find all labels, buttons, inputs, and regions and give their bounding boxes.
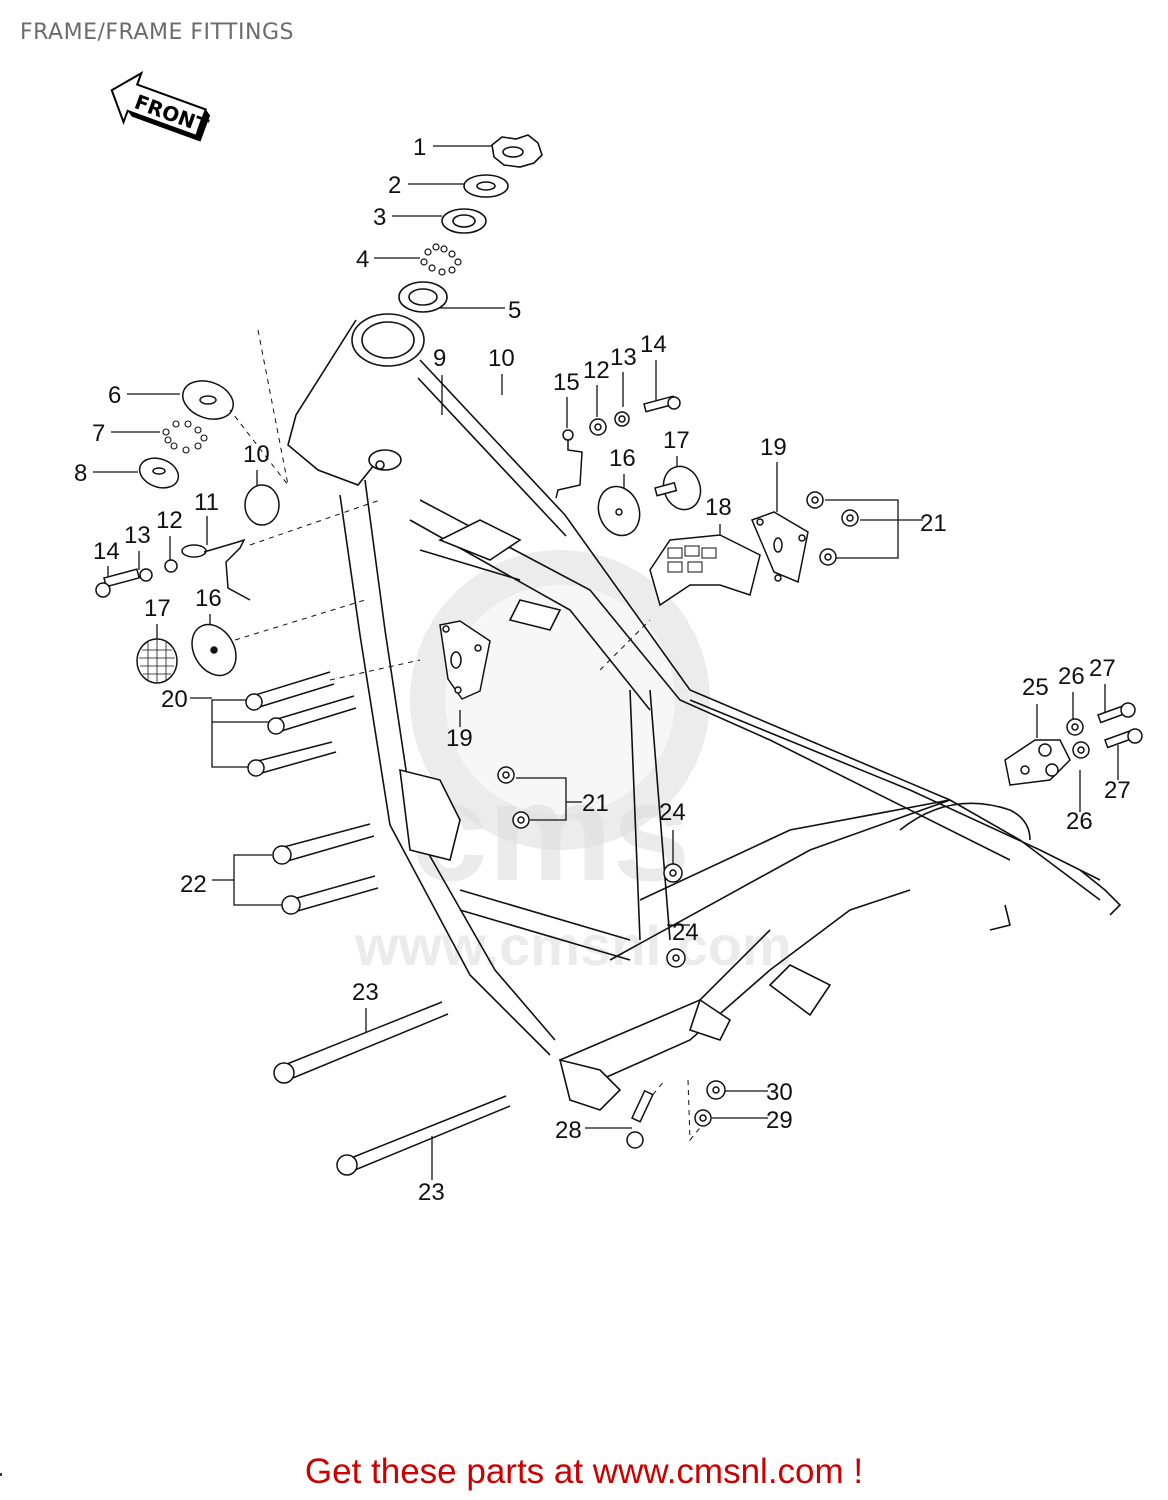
callout-23a: 23 — [352, 979, 379, 1006]
callout-9: 9 — [433, 345, 446, 372]
footer-banner: Get these parts at www.cmsnl.com ! — [0, 1452, 1168, 1492]
callout-14b: 14 — [640, 331, 667, 358]
callout-27b: 27 — [1104, 777, 1131, 804]
callout-21b: 21 — [582, 790, 609, 817]
callout-26b: 26 — [1066, 808, 1093, 835]
callout-1: 1 — [413, 134, 426, 161]
steering-head-parts — [398, 134, 543, 313]
callout-22: 22 — [180, 871, 207, 898]
callout-12a: 12 — [156, 507, 183, 534]
watermark-logo: cms www.cmsnl.com — [354, 550, 792, 977]
callout-27a: 27 — [1089, 655, 1116, 682]
callout-3: 3 — [373, 204, 386, 231]
callout-30: 30 — [766, 1079, 793, 1106]
callout-12b: 12 — [583, 357, 610, 384]
callout-16a: 16 — [195, 585, 222, 612]
cmsnl-link[interactable]: Get these parts at www.cmsnl.com ! — [304, 1452, 864, 1491]
svg-text:www.cmsnl.com: www.cmsnl.com — [354, 914, 792, 977]
callout-11: 11 — [194, 489, 219, 516]
callout-10a: 10 — [488, 345, 515, 372]
motorcycle-frame — [229, 313, 1122, 1142]
callout-19a: 19 — [760, 434, 787, 461]
callout-2: 2 — [388, 172, 401, 199]
left-fittings — [95, 380, 280, 684]
right-fittings — [245, 395, 1143, 1176]
callout-8: 8 — [74, 460, 87, 487]
callout-13b: 13 — [610, 344, 637, 371]
callout-16b: 16 — [609, 445, 636, 472]
callout-26a: 26 — [1058, 663, 1085, 690]
callout-13a: 13 — [124, 522, 151, 549]
callout-labels: 1 2 3 4 5 6 7 8 9 10 10 11 12 13 14 16 1… — [74, 134, 1131, 1206]
callout-23b: 23 — [418, 1179, 445, 1206]
callout-10b: 10 — [243, 441, 270, 468]
callout-5: 5 — [508, 297, 521, 324]
callout-24a: 24 — [659, 799, 686, 826]
leader-lines — [93, 145, 1119, 1180]
callout-24b: 24 — [672, 919, 699, 946]
callout-17a: 17 — [144, 595, 171, 622]
callout-25: 25 — [1022, 674, 1049, 701]
callout-6: 6 — [108, 382, 121, 409]
stray-mark — [0, 1473, 2, 1476]
callout-15: 15 — [553, 369, 580, 396]
callout-20: 20 — [161, 686, 188, 713]
callout-28: 28 — [555, 1117, 582, 1144]
callout-29: 29 — [766, 1107, 793, 1134]
callout-19b: 19 — [446, 725, 473, 752]
callout-18: 18 — [705, 494, 732, 521]
callout-17b: 17 — [663, 427, 690, 454]
callout-4: 4 — [356, 246, 369, 273]
front-arrow-icon: FRONT — [110, 71, 212, 142]
callout-14a: 14 — [93, 538, 120, 565]
callout-7: 7 — [92, 420, 105, 447]
callout-21a: 21 — [920, 510, 947, 537]
page-title: FRAME/FRAME FITTINGS — [20, 20, 294, 45]
